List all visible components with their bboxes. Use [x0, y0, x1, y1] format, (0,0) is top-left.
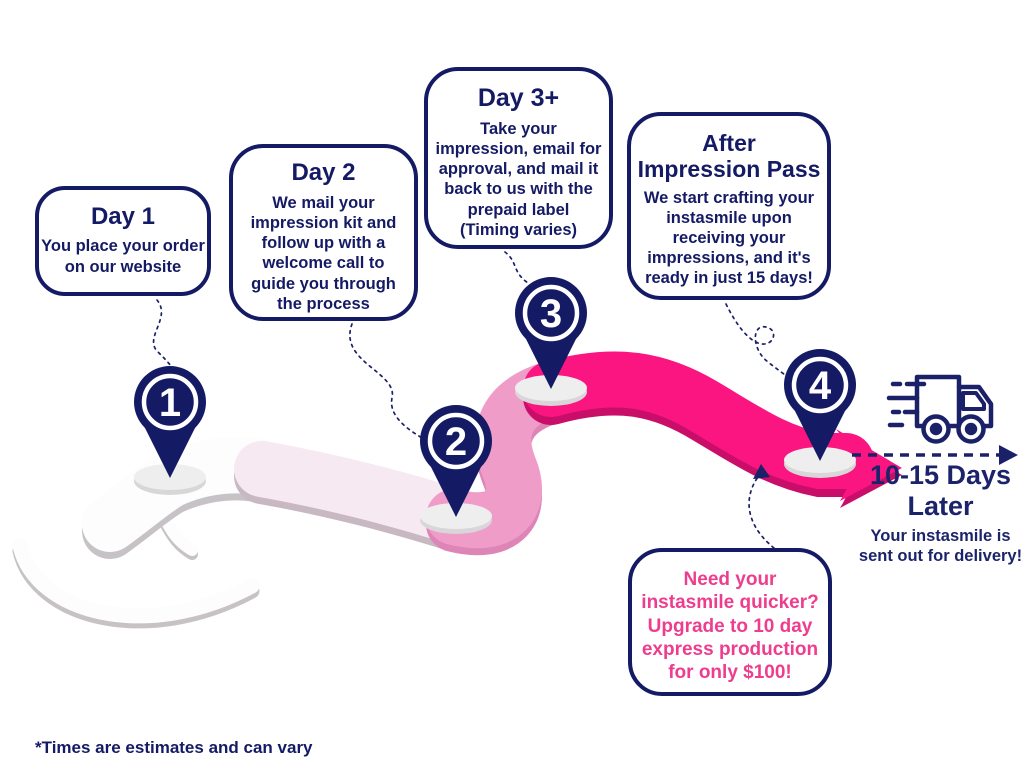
pin-2-tail: [429, 463, 483, 517]
pin-3-number: 3: [540, 292, 562, 336]
pin-1: 1: [134, 366, 206, 478]
pin-4: 4: [784, 349, 856, 461]
truck-wheel-right-hub: [964, 422, 978, 436]
bubble-day2-body: We mail your impression kit and follow u…: [250, 194, 397, 313]
pin-base-4: [784, 447, 856, 478]
connector-day2: [349, 323, 428, 442]
pin-2-number: 2: [445, 420, 467, 464]
connector-express-arrowhead: [753, 464, 770, 479]
delivery-subtitle: Your instasmile is sent out for delivery…: [858, 526, 1023, 566]
truck-window: [961, 391, 986, 411]
pin-1-ring: [141, 373, 199, 431]
pin-3-tail: [524, 335, 578, 389]
stage-bubble-day1: Day 1 You place your order on our websit…: [35, 186, 211, 296]
pin-1-number: 1: [159, 381, 181, 425]
stage-bubble-after-impression-pass: After Impression Pass We start crafting …: [627, 112, 831, 300]
footnote: *Times are estimates and can vary: [35, 738, 313, 757]
truck-speed-lines: [886, 381, 927, 428]
bubble-day2-title: Day 2: [291, 159, 356, 186]
pin-3: 3: [515, 277, 587, 389]
dashed-route-arrowhead: [999, 445, 1018, 465]
map-pins: 1 2 3 4: [134, 277, 856, 517]
bubble-day1-title: Day 1: [90, 203, 156, 230]
pin-4-tail: [793, 407, 847, 461]
truck-wheel-left-hub: [929, 422, 943, 436]
pin-3-ring: [522, 284, 580, 342]
bubble-day1-body: You place your order on our website: [41, 237, 205, 277]
connector-day3: [504, 251, 529, 284]
bubble-day3-body: Take your impression, email for approval…: [435, 120, 602, 239]
pin-1-tail: [143, 424, 197, 478]
road-end-chevron: [836, 429, 902, 501]
road-segment-hotpink: [523, 351, 874, 489]
pin-bases: [134, 375, 856, 534]
pin-2-ring: [427, 412, 485, 470]
stage-bubble-day3: Day 3+ Take your impression, email for a…: [424, 67, 613, 249]
express-upsell-bubble: Need your instasmile quicker? Upgrade to…: [628, 548, 832, 696]
pin-4-number: 4: [809, 364, 832, 408]
pin-2: 2: [420, 405, 492, 517]
delivery-caption: 10-15 Days Later Your instasmile is sent…: [858, 460, 1023, 567]
delivery-truck-icon: [886, 374, 994, 444]
road-hook: [12, 538, 260, 624]
connector-express: [748, 471, 775, 549]
bubble-express-body: Need your instasmile quicker? Upgrade to…: [641, 569, 819, 684]
pin-4-ring: [791, 356, 849, 414]
stage-bubble-day2: Day 2 We mail your impression kit and fo…: [229, 144, 418, 321]
dashed-route-arrow: [852, 445, 1018, 465]
bubble-day3-title: Day 3+: [477, 84, 560, 112]
connector-day1: [152, 299, 172, 367]
bubble-after-title: After Impression Pass: [637, 130, 821, 183]
connector-after: [725, 303, 795, 383]
delivery-title: 10-15 Days Later: [869, 460, 1012, 521]
bubble-after-body: We start crafting your instasmile upon r…: [643, 189, 815, 287]
